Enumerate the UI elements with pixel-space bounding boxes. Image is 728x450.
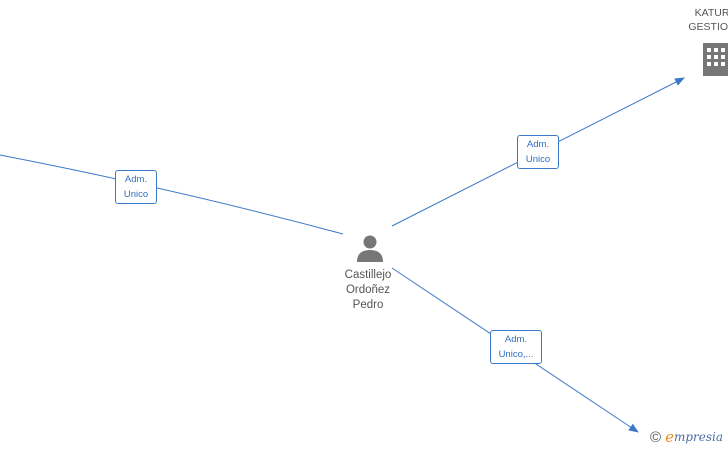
building-icon[interactable] (703, 40, 728, 76)
copyright-icon: © (650, 428, 662, 446)
empresia-watermark: © e mpresia (650, 428, 723, 446)
brand-initial: e (665, 428, 674, 446)
edge-label-bottom-right[interactable]: Adm. Unico,... (490, 330, 542, 364)
company-name[interactable]: KATUR GESTION (688, 7, 728, 33)
edge-left (0, 154, 344, 235)
person-icon[interactable] (355, 233, 385, 263)
edge-label-left[interactable]: Adm. Unico (115, 170, 157, 204)
person-name[interactable]: Castillejo Ordoñez Pedro (344, 269, 392, 311)
edge-label-top-right[interactable]: Adm. Unico (517, 135, 559, 169)
brand-name: mpresia (673, 430, 724, 444)
